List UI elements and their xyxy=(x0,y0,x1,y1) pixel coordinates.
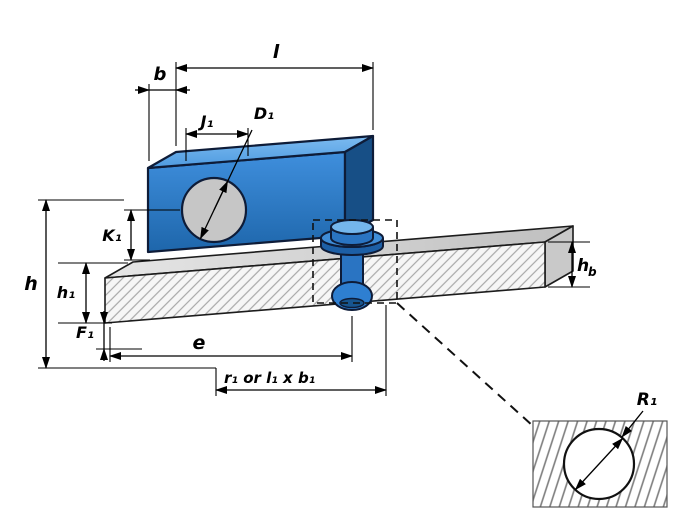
carriage-block xyxy=(146,129,375,254)
dimension-lines xyxy=(42,64,576,394)
dim-label-h: h xyxy=(24,273,38,295)
rail-front-outline xyxy=(104,241,546,324)
detail-view: R₁ xyxy=(532,390,668,508)
dim-label-hb-main: h xyxy=(577,256,589,276)
dim-label-l: l xyxy=(273,41,280,63)
dim-label-b: b xyxy=(154,64,167,85)
dim-label-r1-detail: R₁ xyxy=(637,390,658,410)
rivet-pin xyxy=(320,219,384,311)
block-front-face xyxy=(146,150,347,254)
pin-head-top xyxy=(330,219,374,235)
dim-label-k1: K₁ xyxy=(102,226,121,245)
rail-front-hatch xyxy=(105,242,545,323)
dim-label-hb-sub: b xyxy=(588,265,597,279)
detail-callout-box xyxy=(312,219,398,304)
bore-diameter-arrow-upper xyxy=(213,180,229,211)
bore-diameter-arrow-lower xyxy=(199,209,215,240)
detail-leader-dashed xyxy=(396,302,534,427)
detail-radius-leader xyxy=(621,410,644,438)
dim-label-j1: J₁ xyxy=(198,112,214,131)
dim-label-d1: D₁ xyxy=(254,104,274,123)
dim-label-f1: F₁ xyxy=(76,323,94,342)
detail-diameter-line xyxy=(574,437,624,491)
pin-lower-flange-rim xyxy=(339,297,365,309)
dim-label-r1: r₁ or l₁ x b₁ xyxy=(224,369,315,387)
dim-label-h1: h₁ xyxy=(57,283,75,302)
dimension-labels: b l J₁ D₁ K₁ h h₁ F₁ e r₁ or l₁ x b₁ h b xyxy=(24,41,597,387)
dim-label-e: e xyxy=(193,332,206,354)
